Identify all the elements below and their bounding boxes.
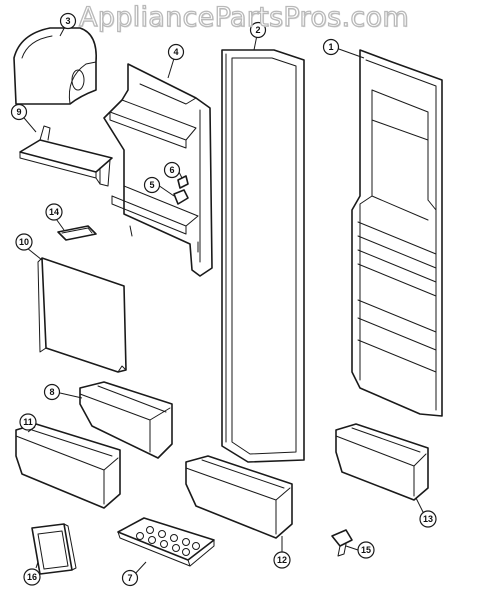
callout-2: 2	[249, 21, 267, 39]
callout-13: 13	[419, 510, 437, 528]
callout-15: 15	[357, 541, 375, 559]
part-9-shelf	[19, 125, 113, 187]
part-10-panel	[37, 257, 127, 373]
callout-6: 6	[163, 161, 181, 179]
callout-10-label: 10	[19, 237, 29, 247]
callout-14: 14	[45, 203, 63, 221]
callout-4: 4	[167, 43, 185, 61]
part-7-egg-tray	[117, 517, 215, 567]
callout-10: 10	[15, 233, 33, 251]
callout-1: 1	[322, 38, 340, 56]
callout-8: 8	[43, 383, 61, 401]
callout-7: 7	[121, 569, 139, 587]
part-2-door-gasket	[221, 49, 305, 463]
callout-11: 11	[19, 413, 37, 431]
part-12-bin	[185, 455, 293, 539]
part-6-clip	[177, 175, 189, 189]
callout-8-label: 8	[49, 387, 54, 397]
callout-16: 16	[23, 568, 41, 586]
callout-3-label: 3	[65, 16, 70, 26]
callout-16-label: 16	[27, 572, 37, 582]
part-1-door-assembly	[351, 49, 443, 417]
callout-9: 9	[10, 103, 28, 121]
callout-1-label: 1	[328, 42, 333, 52]
callout-13-label: 13	[423, 514, 433, 524]
callout-15-label: 15	[361, 545, 371, 555]
part-5-bracket	[173, 189, 189, 205]
part-15-clip	[331, 529, 353, 557]
callout-11-label: 11	[23, 417, 33, 427]
callout-5: 5	[143, 176, 161, 194]
part-8-bin	[79, 381, 173, 459]
part-4-door-shelf-assembly	[103, 63, 213, 277]
callout-12-label: 12	[277, 555, 287, 565]
part-16-frame	[31, 523, 77, 575]
callout-3: 3	[59, 12, 77, 30]
callout-9-label: 9	[16, 107, 21, 117]
callout-14-label: 14	[49, 207, 59, 217]
callout-5-label: 5	[149, 180, 154, 190]
callout-12: 12	[273, 551, 291, 569]
part-3-dairy-cover	[13, 27, 97, 105]
part-14-cover	[57, 225, 97, 241]
part-11-bin	[15, 423, 121, 509]
callout-2-label: 2	[255, 25, 260, 35]
callout-4-label: 4	[173, 47, 178, 57]
part-13-bin	[335, 423, 429, 501]
callout-6-label: 6	[169, 165, 174, 175]
callout-7-label: 7	[127, 573, 132, 583]
